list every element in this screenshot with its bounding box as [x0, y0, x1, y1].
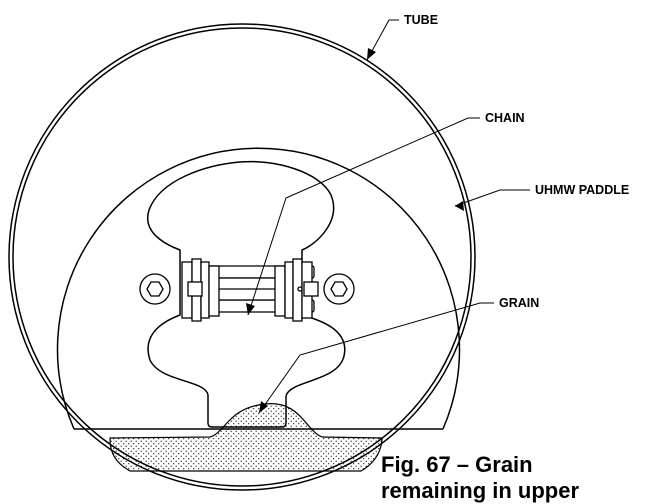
leader-lines	[247, 19, 530, 414]
leader-arrowheads	[246, 48, 464, 413]
tube-outline	[8, 23, 476, 491]
grain-pile	[109, 403, 383, 472]
caption-line-2: remaining in upper	[381, 478, 580, 503]
chain-assembly	[181, 258, 319, 322]
caption-line-1: Fig. 67 – Grain	[381, 452, 533, 477]
paddle-cutout	[146, 160, 346, 428]
grain-label: GRAIN	[499, 296, 539, 310]
left-bolt-icon	[139, 273, 171, 305]
figure-caption: Fig. 67 – Grain remaining in upper	[381, 452, 579, 504]
uhmw-paddle-label: UHMW PADDLE	[535, 183, 629, 197]
uhmw-paddle-outline	[56, 147, 461, 430]
right-bolt-icon	[323, 273, 355, 305]
chain-label: CHAIN	[485, 111, 525, 125]
tube-label: TUBE	[404, 13, 438, 27]
